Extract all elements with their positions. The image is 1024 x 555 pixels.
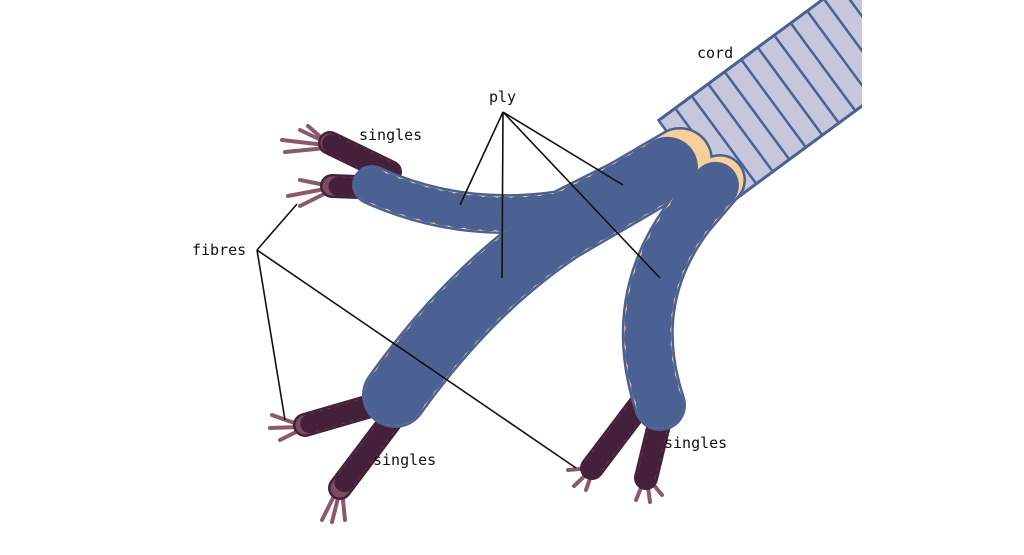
label-singles-top: singles (359, 126, 423, 144)
label-singles-bottom-left: singles (373, 451, 437, 469)
label-cord: cord (697, 44, 734, 62)
label-ply: ply (489, 88, 517, 106)
ply-strands (352, 127, 746, 431)
label-fibres: fibres (192, 241, 247, 259)
cord-rope (656, 0, 862, 211)
label-singles-bottom-right: singles (664, 434, 728, 452)
leader-lines (256, 111, 661, 469)
